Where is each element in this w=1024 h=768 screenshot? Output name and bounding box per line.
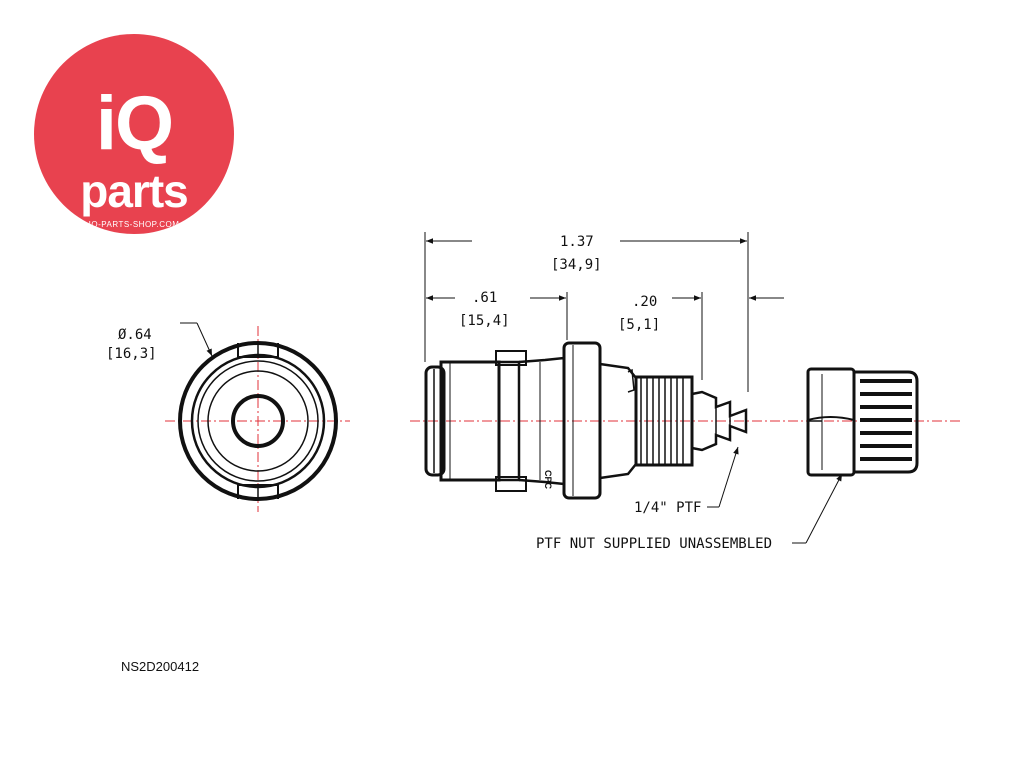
overall-length-in-label: 1.37 bbox=[560, 234, 594, 250]
logo-website: IQ-PARTS-SHOP.COM bbox=[88, 220, 180, 229]
nut-knurl-lines bbox=[860, 379, 912, 461]
part-number: NS2D200412 bbox=[121, 659, 200, 674]
diameter-dimension: Ø.64 [16,3] bbox=[106, 322, 213, 362]
end-view-outline bbox=[178, 341, 338, 501]
logo-brand-top: iQ bbox=[95, 81, 174, 166]
body-length-in-label: .61 bbox=[472, 290, 497, 306]
barb-length-in-label: .20 bbox=[632, 294, 657, 310]
side-view: CPC 1.37 bbox=[410, 232, 960, 552]
barb-length-dimension: .20 [5,1] bbox=[618, 294, 784, 333]
thread-lines bbox=[640, 377, 684, 465]
thread-callout: 1/4" PTF bbox=[634, 446, 739, 516]
nut-note-callout: PTF NUT SUPPLIED UNASSEMBLED bbox=[536, 473, 843, 552]
extension-lines bbox=[424, 232, 749, 392]
logo-brand-bottom: parts bbox=[80, 165, 188, 217]
coupling-body bbox=[424, 341, 748, 500]
overall-length-dimension: 1.37 [34,9] bbox=[426, 234, 747, 273]
nut-note-label: PTF NUT SUPPLIED UNASSEMBLED bbox=[536, 536, 772, 552]
diameter-mm-label: [16,3] bbox=[106, 346, 157, 362]
thread-callout-label: 1/4" PTF bbox=[634, 500, 701, 516]
overall-length-mm-label: [34,9] bbox=[551, 257, 602, 273]
end-view: Ø.64 [16,3] bbox=[106, 322, 350, 512]
brand-logo: iQ parts IQ-PARTS-SHOP.COM bbox=[34, 34, 234, 234]
diameter-in-label: Ø.64 bbox=[118, 327, 152, 343]
ptf-nut bbox=[806, 367, 919, 477]
body-marking: CPC bbox=[543, 470, 553, 490]
barb-length-mm-label: [5,1] bbox=[618, 317, 660, 333]
body-length-mm-label: [15,4] bbox=[459, 313, 510, 329]
body-length-dimension: .61 [15,4] bbox=[426, 290, 566, 329]
